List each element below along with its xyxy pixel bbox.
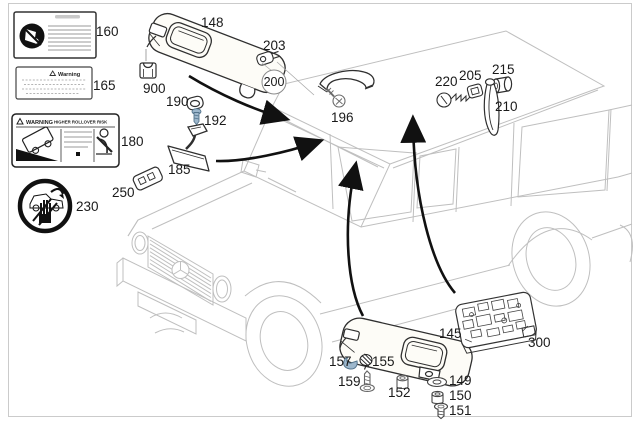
label-165-warning-text: Warning <box>15 66 93 100</box>
callout-215[interactable]: 215 <box>492 62 515 77</box>
callout-250[interactable]: 250 <box>112 185 135 200</box>
part-screw-196 <box>325 87 346 108</box>
callout-148[interactable]: 148 <box>201 15 224 30</box>
callout-185[interactable]: 185 <box>168 162 191 177</box>
part-washer-149 <box>426 376 448 388</box>
warning-triangle-icon <box>16 117 24 125</box>
callout-200[interactable]: 200 <box>264 75 285 89</box>
part-overhead-control-unit <box>455 291 537 354</box>
part-grommet-190 <box>186 95 204 111</box>
callout-203[interactable]: 203 <box>263 38 286 53</box>
callout-152[interactable]: 152 <box>388 385 411 400</box>
callout-230[interactable]: 230 <box>76 199 99 214</box>
callout-155[interactable]: 155 <box>372 354 395 369</box>
callout-160[interactable]: 160 <box>96 24 119 39</box>
part-sleeve-150 <box>431 390 444 405</box>
part-spacer-152 <box>396 374 409 390</box>
rollover-warning-word: WARNING <box>26 120 53 126</box>
part-bracket-250 <box>132 166 163 191</box>
seatbelt-pictogram-icon <box>96 128 113 155</box>
part-visor-clip-900 <box>139 62 157 79</box>
callout-165[interactable]: 165 <box>93 78 116 93</box>
part-clip-157 <box>343 356 358 370</box>
callout-196[interactable]: 196 <box>331 110 354 125</box>
callout-180[interactable]: 180 <box>121 134 144 149</box>
callout-205[interactable]: 205 <box>459 68 482 83</box>
label-180-rollover-warning: WARNING HIGHER ROLLOVER RISK <box>11 113 120 168</box>
part-hanging-strap-210 <box>483 78 500 136</box>
callout-900[interactable]: 900 <box>143 81 166 96</box>
page-border <box>8 3 632 417</box>
warning-triangle-icon <box>49 70 57 76</box>
leader-203 <box>261 61 315 96</box>
part-visor-right-pivot <box>339 328 360 349</box>
arrow-visor-right-to-roof <box>338 160 365 317</box>
callout-145[interactable]: 145 <box>439 326 462 341</box>
part-visor-left-pivot <box>146 22 168 48</box>
rollover-pictogram-icon <box>16 126 58 161</box>
label-165-heading: Warning <box>58 72 81 78</box>
balloon-200[interactable] <box>261 69 287 95</box>
part-screw-192 <box>191 108 202 126</box>
vehicle-outline <box>116 30 633 387</box>
label-230-round-warning <box>17 178 73 234</box>
callout-190[interactable]: 190 <box>166 94 189 109</box>
callout-300[interactable]: 300 <box>528 335 551 350</box>
arrow-mirror-to-windshield <box>215 136 325 163</box>
callout-151[interactable]: 151 <box>449 403 472 418</box>
callout-159[interactable]: 159 <box>338 374 361 389</box>
part-screw-159 <box>359 370 375 393</box>
part-clip-nut-205 <box>466 83 484 99</box>
part-rear-view-mirror <box>167 123 210 172</box>
part-pin-clip-203 <box>256 50 281 66</box>
part-grab-handle <box>317 69 375 93</box>
part-sun-visor-right <box>339 317 473 387</box>
rollover-hand-pictogram-icon <box>29 187 65 226</box>
callout-220[interactable]: 220 <box>435 74 458 89</box>
callout-157[interactable]: 157 <box>329 354 352 369</box>
label-160-airbag-warning <box>13 11 97 59</box>
rollover-warning-text: HIGHER ROLLOVER RISK <box>54 120 108 125</box>
callout-192[interactable]: 192 <box>204 113 227 128</box>
callout-149[interactable]: 149 <box>449 373 472 388</box>
pointer-arrows <box>188 74 456 317</box>
part-screw-151 <box>433 402 449 420</box>
callout-numbers: 160 165 180 230 250 148 900 190 192 185 … <box>76 15 551 418</box>
arrow-console-to-roof <box>400 114 456 294</box>
callout-210[interactable]: 210 <box>495 99 518 114</box>
part-clip-155 <box>359 353 373 370</box>
arrow-visor-left-to-windshield <box>188 74 291 125</box>
part-screw-220 <box>436 92 471 108</box>
callout-150[interactable]: 150 <box>449 388 472 403</box>
